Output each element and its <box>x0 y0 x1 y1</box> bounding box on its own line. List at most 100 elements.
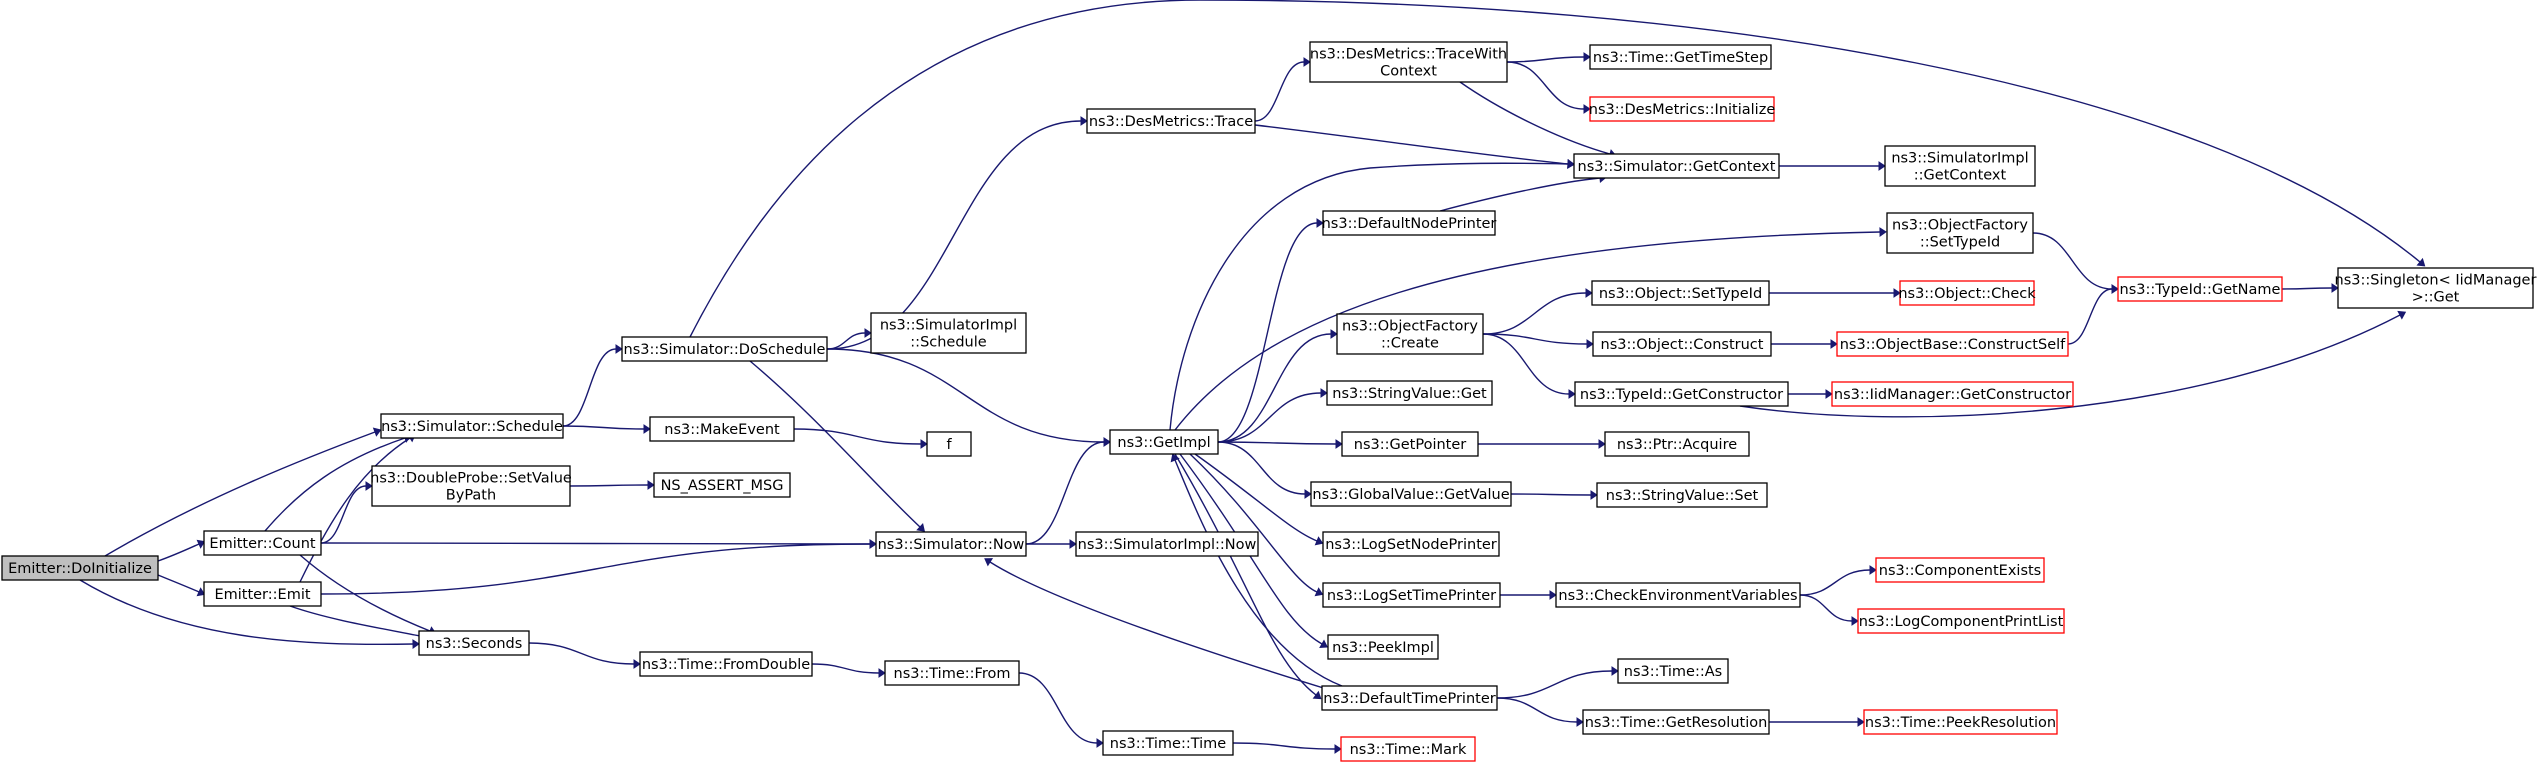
node-gvgetvalue[interactable]: ns3::GlobalValue::GetValue <box>1310 481 1512 507</box>
edge-arrowhead <box>372 427 382 437</box>
node-singleton[interactable]: ns3::Singleton< IidManager >::Get <box>2335 267 2537 309</box>
node-root[interactable]: Emitter::DoInitialize <box>1 555 159 581</box>
edge-schedule-to-makeevent <box>562 424 651 434</box>
node-nsassert[interactable]: NS_ASSERT_MSG <box>653 472 791 498</box>
node-box <box>1102 730 1234 756</box>
node-getimpl[interactable]: ns3::GetImpl <box>1109 429 1219 455</box>
node-label: ::Create <box>1381 336 1439 352</box>
node-label: ns3::Time::PeekResolution <box>1865 715 2056 731</box>
node-count[interactable]: Emitter::Count <box>203 530 322 556</box>
node-timefrom[interactable]: ns3::Time::From <box>884 660 1020 686</box>
edge-arrowhead <box>1611 666 1619 676</box>
edge-arrowhead <box>2416 257 2426 267</box>
node-objsettypeid[interactable]: ns3::Object::SetTypeId <box>1591 280 1770 306</box>
node-label: NS_ASSERT_MSG <box>661 478 784 494</box>
node-box <box>1604 431 1750 457</box>
node-obconstructself[interactable]: ns3::ObjectBase::ConstructSelf <box>1836 331 2069 357</box>
edge-arrowhead <box>1304 489 1312 499</box>
node-timetime[interactable]: ns3::Time::Time <box>1102 730 1234 756</box>
node-svget[interactable]: ns3::StringValue::Get <box>1326 380 1493 406</box>
node-label: ns3::LogSetTimePrinter <box>1327 588 1496 604</box>
edge-emit-to-seconds <box>289 605 427 641</box>
edge-ofcreate-to-typeidgetctor <box>1482 333 1576 399</box>
node-doschedule[interactable]: ns3::Simulator::DoSchedule <box>621 336 828 362</box>
edge-getimpl-to-logsetnode <box>1194 453 1324 546</box>
node-box <box>203 581 322 607</box>
node-f[interactable]: f <box>926 431 972 457</box>
node-label: ns3::GetPointer <box>1354 437 1467 453</box>
node-simimplgetctx[interactable]: ns3::SimulatorImpl::GetContext <box>1884 145 2036 187</box>
node-dminit[interactable]: ns3::DesMetrics::Initialize <box>1589 96 1776 122</box>
edge-objsettypeid-to-objcheck <box>1768 288 1901 298</box>
node-objcheck[interactable]: ns3::Object::Check <box>1898 280 2036 306</box>
node-label: ns3::MakeEvent <box>664 422 780 438</box>
node-logsetnode[interactable]: ns3::LogSetNodePrinter <box>1322 531 1500 557</box>
edge-line <box>320 543 871 595</box>
node-label: ::SetTypeId <box>1920 235 2000 251</box>
node-now[interactable]: ns3::Simulator::Now <box>875 531 1027 557</box>
edge-arrowhead <box>1330 329 1338 339</box>
edge-arrowhead <box>196 539 206 549</box>
node-seconds[interactable]: ns3::Seconds <box>418 630 530 656</box>
edge-dmtrace-to-simgetctx <box>1254 124 1575 169</box>
edge-line <box>1510 493 1592 496</box>
edge-line <box>1217 441 1306 495</box>
edge-line <box>689 0 2421 338</box>
node-ofcreate[interactable]: ns3::ObjectFactory::Create <box>1336 313 1484 355</box>
node-simimplnow[interactable]: ns3::SimulatorImpl::Now <box>1075 531 1259 557</box>
node-ptracquire[interactable]: ns3::Ptr::Acquire <box>1604 431 1750 457</box>
node-label: ns3::Singleton< IidManager <box>2335 273 2537 289</box>
node-label: ns3::Simulator::Now <box>878 537 1025 553</box>
node-checkenv[interactable]: ns3::CheckEnvironmentVariables <box>1555 582 1801 608</box>
node-box <box>1863 709 2058 735</box>
edge-arrowhead <box>633 659 641 669</box>
edge-arrowhead <box>1316 218 1324 228</box>
node-emit[interactable]: Emitter::Emit <box>203 581 322 607</box>
node-iidgetctor[interactable]: ns3::IidManager::GetConstructor <box>1831 381 2074 407</box>
node-label: ns3::DesMetrics::TraceWith <box>1310 47 1507 63</box>
node-label: ns3::Object::Construct <box>1601 337 1764 353</box>
node-box <box>639 651 813 677</box>
edge-deftimeprinter-to-getimpl <box>1170 453 1343 687</box>
node-label: ns3::Time::FromDouble <box>642 657 810 673</box>
node-typeidgetctor[interactable]: ns3::TypeId::GetConstructor <box>1574 381 1789 407</box>
edge-line <box>1482 333 1570 395</box>
node-getpointer[interactable]: ns3::GetPointer <box>1341 431 1479 457</box>
edge-line <box>811 663 880 674</box>
edge-arrowhead <box>1830 339 1838 349</box>
node-dmtrace[interactable]: ns3::DesMetrics::Trace <box>1086 108 1256 134</box>
node-label: Emitter::DoInitialize <box>8 561 152 577</box>
edge-arrowhead <box>2397 310 2407 320</box>
node-simgetctx[interactable]: ns3::Simulator::GetContext <box>1573 153 1780 179</box>
node-peekimpl[interactable]: ns3::PeekImpl <box>1327 634 1439 660</box>
node-makeevent[interactable]: ns3::MakeEvent <box>649 416 795 442</box>
node-timemark[interactable]: ns3::Time::Mark <box>1340 736 1476 762</box>
node-timegetres[interactable]: ns3::Time::GetResolution <box>1582 709 1770 735</box>
node-objconstruct[interactable]: ns3::Object::Construct <box>1592 331 1772 357</box>
node-box <box>1589 96 1775 122</box>
node-simimplsched[interactable]: ns3::SimulatorImpl::Schedule <box>870 312 1027 354</box>
node-timeas[interactable]: ns3::Time::As <box>1617 658 1729 684</box>
edge-getimpl-to-defnodeprinter <box>1217 218 1324 443</box>
node-compexists[interactable]: ns3::ComponentExists <box>1875 557 2045 583</box>
node-box <box>1574 381 1789 407</box>
node-peekres[interactable]: ns3::Time::PeekResolution <box>1863 709 2058 735</box>
node-label: Emitter::Emit <box>214 587 310 603</box>
edge-arrowhead <box>2111 284 2119 294</box>
node-svset[interactable]: ns3::StringValue::Set <box>1596 482 1768 508</box>
node-deftimeprinter[interactable]: ns3::DefaultTimePrinter <box>1321 685 1498 711</box>
node-schedule[interactable]: ns3::Simulator::Schedule <box>380 413 564 439</box>
edge-line <box>2281 287 2333 290</box>
node-typeidgetname[interactable]: ns3::TypeId::GetName <box>2117 276 2283 302</box>
node-box <box>1596 482 1768 508</box>
node-logcompprint[interactable]: ns3::LogComponentPrintList <box>1857 608 2065 634</box>
node-gettimestep[interactable]: ns3::Time::GetTimeStep <box>1589 44 1772 70</box>
node-defnodeprinter[interactable]: ns3::DefaultNodePrinter <box>1322 210 1497 236</box>
edge-line <box>1254 124 1569 165</box>
node-logsettime[interactable]: ns3::LogSetTimePrinter <box>1322 582 1501 608</box>
node-ofsettypeid[interactable]: ns3::ObjectFactory::SetTypeId <box>1886 212 2034 254</box>
node-fromdouble[interactable]: ns3::Time::FromDouble <box>639 651 813 677</box>
node-box <box>203 530 322 556</box>
